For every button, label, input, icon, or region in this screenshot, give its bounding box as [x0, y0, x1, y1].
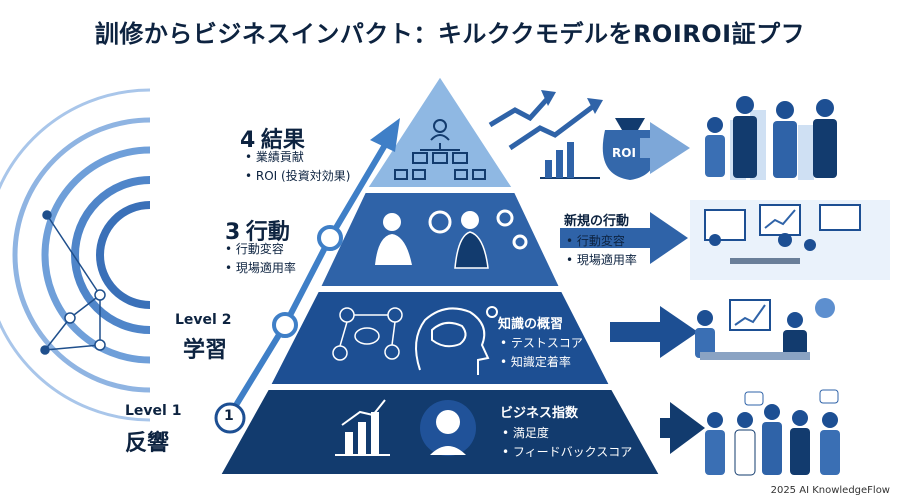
reaction-item: • 満足度: [502, 426, 549, 440]
level4-item: • 業績貢献: [245, 150, 304, 164]
level3-name: 行動: [245, 220, 290, 245]
network-icon: [40, 210, 106, 355]
level1-badge: 1: [224, 408, 234, 424]
right-arrows: [560, 122, 705, 454]
level3-item: • 行動変容: [225, 242, 284, 256]
level2-name: 学習: [183, 338, 228, 363]
roi-bag-label: ROI: [612, 146, 636, 160]
level2-number: Level 2: [175, 312, 232, 328]
growth-arrows-icon: [488, 96, 597, 151]
team-working-icon: [375, 209, 528, 269]
bar-chart-icon-top: [540, 142, 600, 179]
level1-marker: [214, 402, 246, 434]
behavior-items: • 行動変容 • 現場適用率: [566, 232, 637, 270]
discussion-scene: [695, 298, 835, 360]
ascent-arrowhead: [370, 118, 400, 152]
bar-chart-icon-bottom: [335, 399, 390, 456]
celebrating-team-scene: [705, 96, 837, 180]
reaction-items: • 満足度 • フィードバックスコア: [502, 424, 632, 462]
org-chart-icon: [394, 119, 486, 180]
arrowhead-a: [541, 90, 556, 106]
level4-item: • ROI (投資対効果): [245, 169, 351, 183]
level4-name: 結果: [260, 128, 305, 153]
behavior-item: • 現場適用率: [566, 253, 637, 267]
level3-item: • 現場適用率: [225, 261, 296, 275]
level4-items: • 業績貢献 • ROI (投資対効果): [245, 148, 350, 186]
satisfied-person-icon: [420, 400, 476, 456]
level4-number: 4: [240, 128, 256, 153]
arrow-learning: [610, 306, 698, 358]
meeting-scene: [690, 200, 890, 280]
level3-marker: [317, 225, 343, 251]
behavior-heading: 新規の行動: [564, 214, 630, 229]
reaction-item: • フィードバックスコア: [502, 445, 633, 459]
level1-name: 反響: [125, 431, 170, 456]
ascent-line: [227, 142, 388, 418]
learning-item: • テストスコア: [500, 336, 583, 350]
level3-items: • 行動変容 • 現場適用率: [225, 240, 296, 278]
level1-number: Level 1: [125, 403, 182, 419]
footer-credit: 2025 AI KnowledgeFlow: [770, 485, 890, 496]
level3-number: 3: [225, 220, 241, 245]
arrow-behavior: [560, 212, 688, 264]
level2-marker: [272, 312, 298, 338]
learning-items: • テストスコア • 知識定着率: [500, 334, 583, 372]
knowledge-network-icon: [332, 307, 403, 361]
arrowhead-b: [587, 98, 603, 114]
happy-customers-scene: [705, 389, 840, 476]
learning-item: • 知識定着率: [500, 355, 571, 369]
behavior-item: • 行動変容: [566, 234, 625, 248]
page-title: 訓修からビジネスインパクト：キルククモデルをROIROI証プフ: [94, 20, 806, 48]
concentric-arcs: [0, 88, 151, 422]
level4-label: 4 結果: [240, 122, 305, 154]
level3-label: 3 行動: [225, 214, 290, 246]
learning-heading: 知識の概習: [498, 317, 564, 332]
arrow-reaction: [660, 402, 705, 454]
reaction-heading: ビジネス指数: [500, 406, 579, 421]
arrow-results: [640, 122, 690, 174]
brain-head-icon: [415, 306, 498, 375]
